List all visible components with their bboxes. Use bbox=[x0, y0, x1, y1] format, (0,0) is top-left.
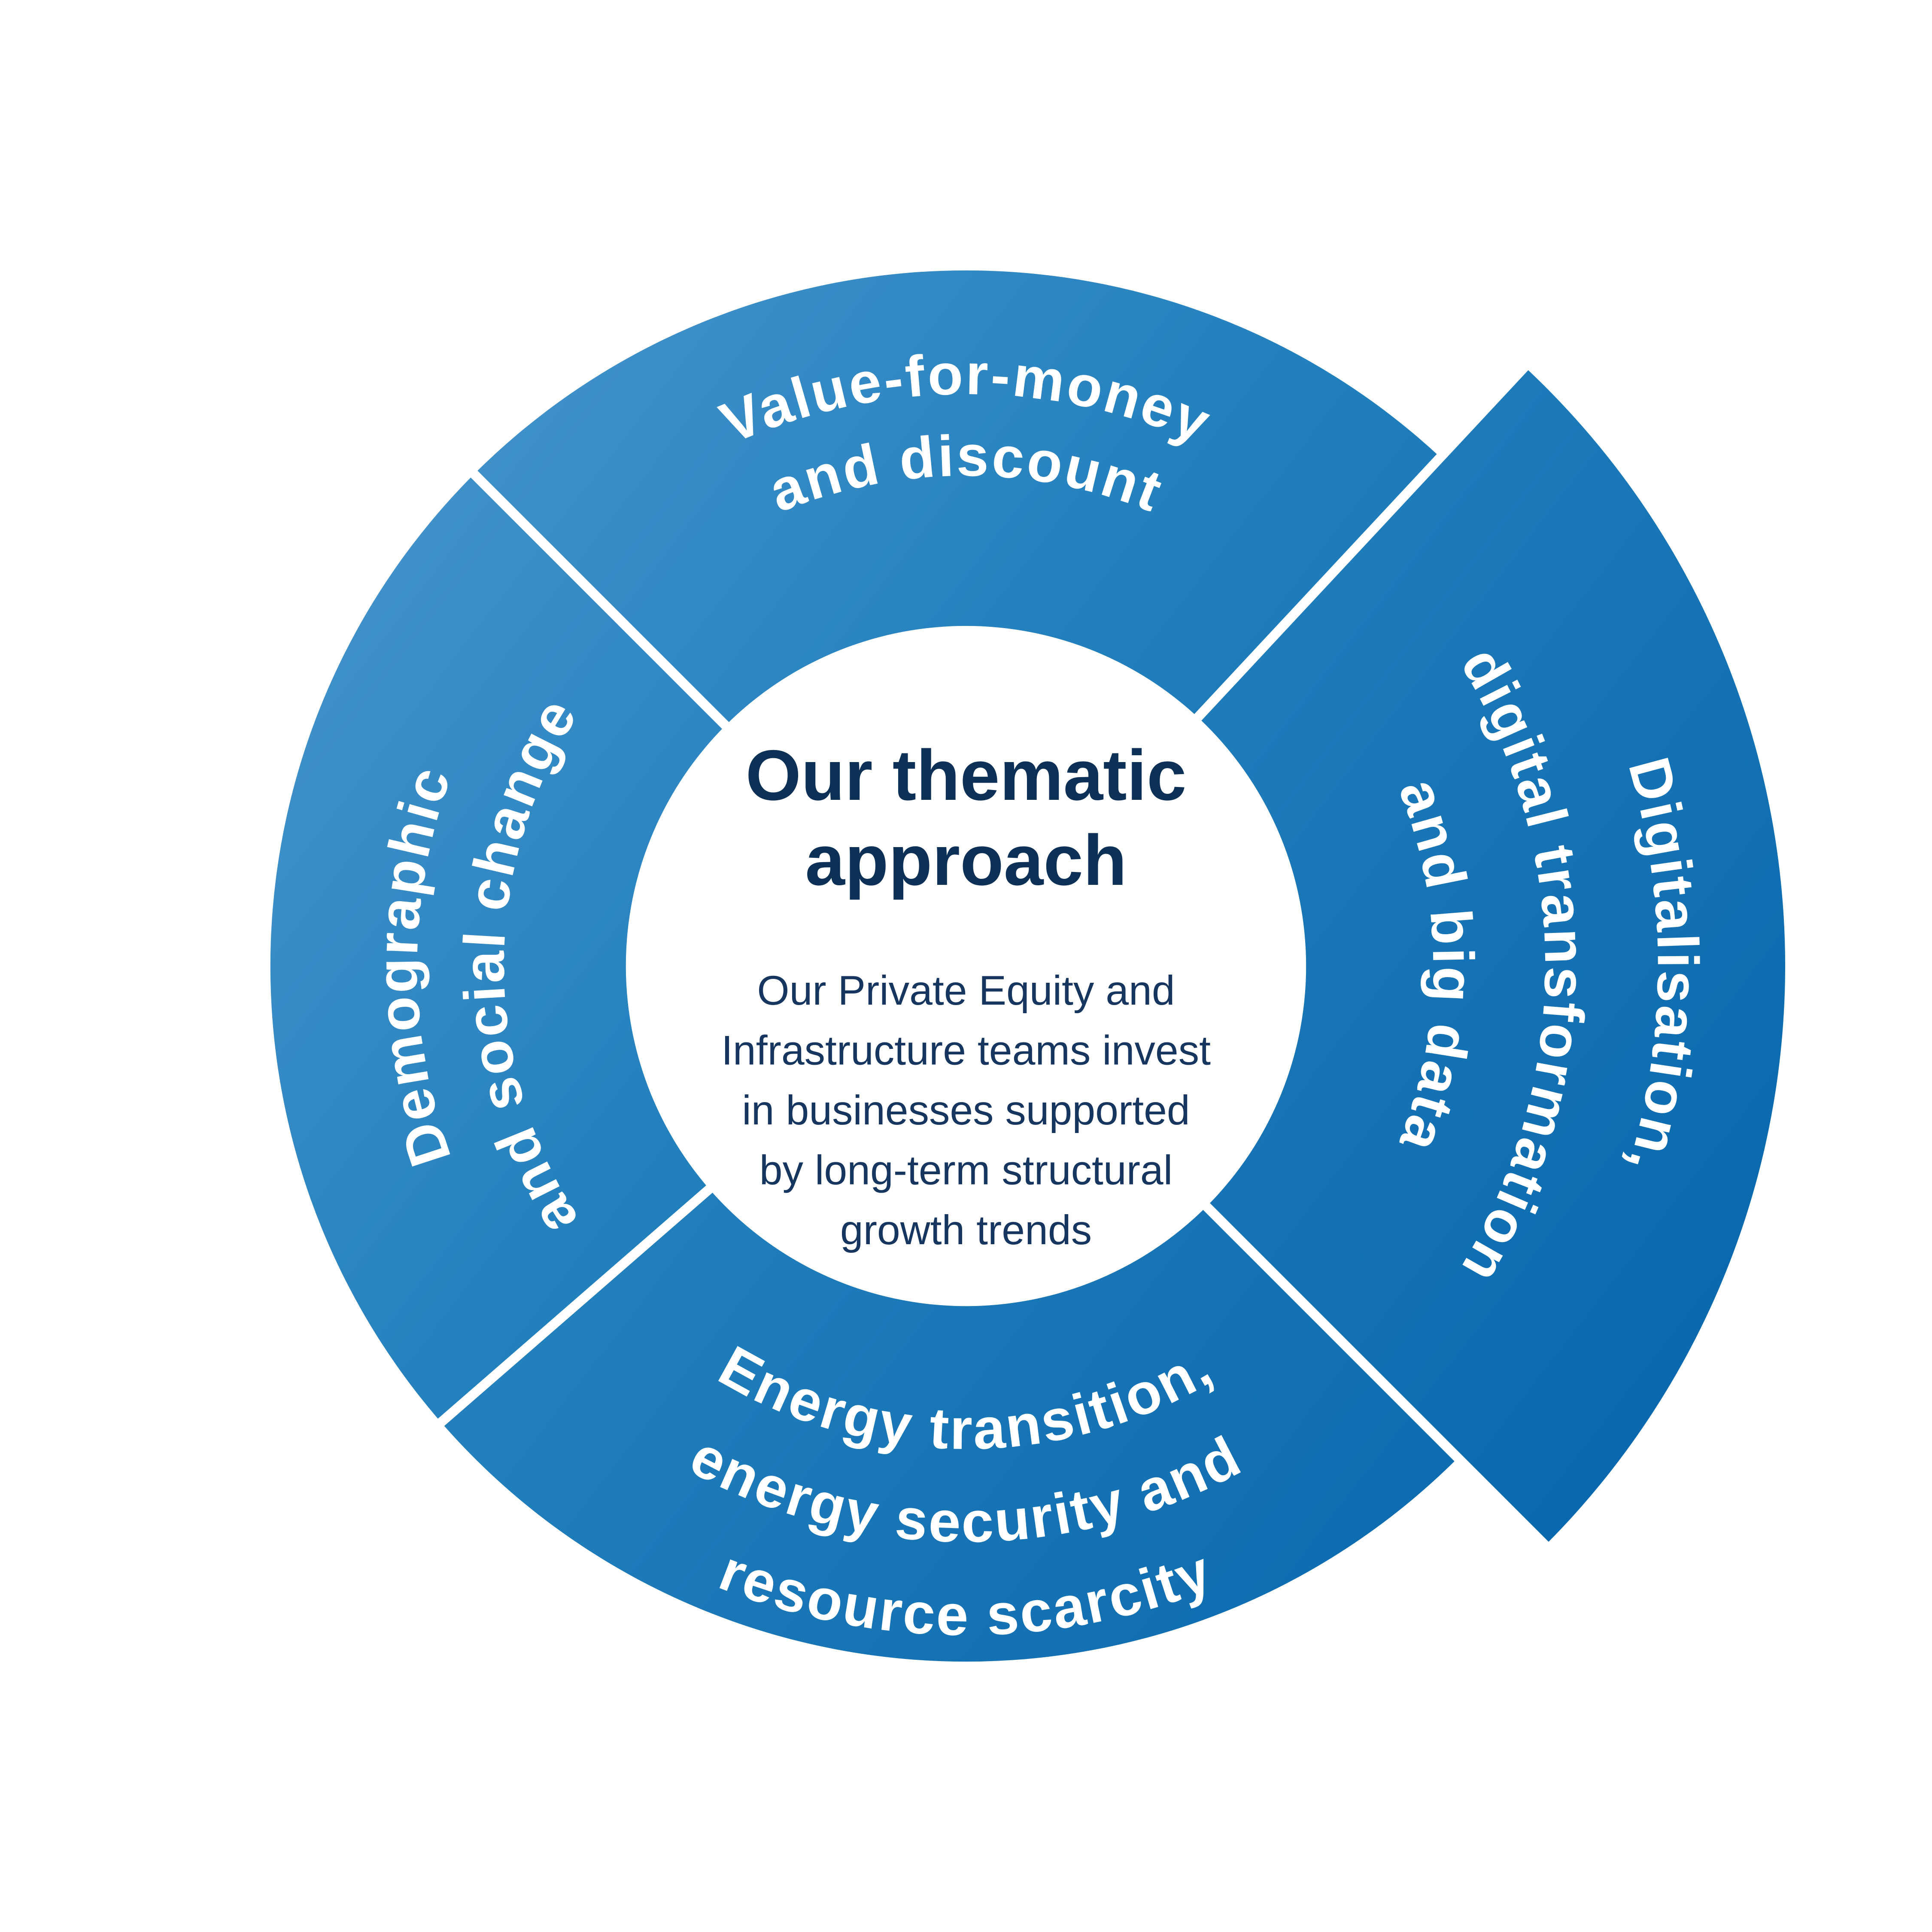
segment-divider-bottom-right bbox=[1194, 1194, 1563, 1563]
segment-value-for-money bbox=[474, 270, 1440, 726]
center-description-line: by long-term structural bbox=[759, 1147, 1173, 1194]
segment-digitalisation bbox=[1198, 367, 1786, 1546]
center-description-line: in businesses supported bbox=[742, 1087, 1190, 1133]
ring-segments bbox=[270, 270, 1786, 1662]
segment-gaps bbox=[426, 349, 1563, 1563]
center-title-line: approach bbox=[805, 820, 1127, 900]
center-title-line: Our thematic bbox=[746, 735, 1187, 815]
center-description-line: Our Private Equity and bbox=[757, 967, 1175, 1014]
segment-divider-top-right bbox=[1186, 349, 1542, 729]
segment-divider-top-left bbox=[460, 460, 738, 738]
segment-demographic bbox=[270, 474, 726, 1422]
center-description-line: Infrastructure teams invest bbox=[721, 1027, 1211, 1074]
center-description-line: growth trends bbox=[840, 1206, 1092, 1253]
segment-divider-bottom-left bbox=[426, 1178, 722, 1436]
segment-energy-transition bbox=[441, 1189, 1458, 1662]
center-content: Our thematic approach Our Private Equity… bbox=[721, 735, 1211, 1253]
center-circle bbox=[626, 626, 1306, 1306]
